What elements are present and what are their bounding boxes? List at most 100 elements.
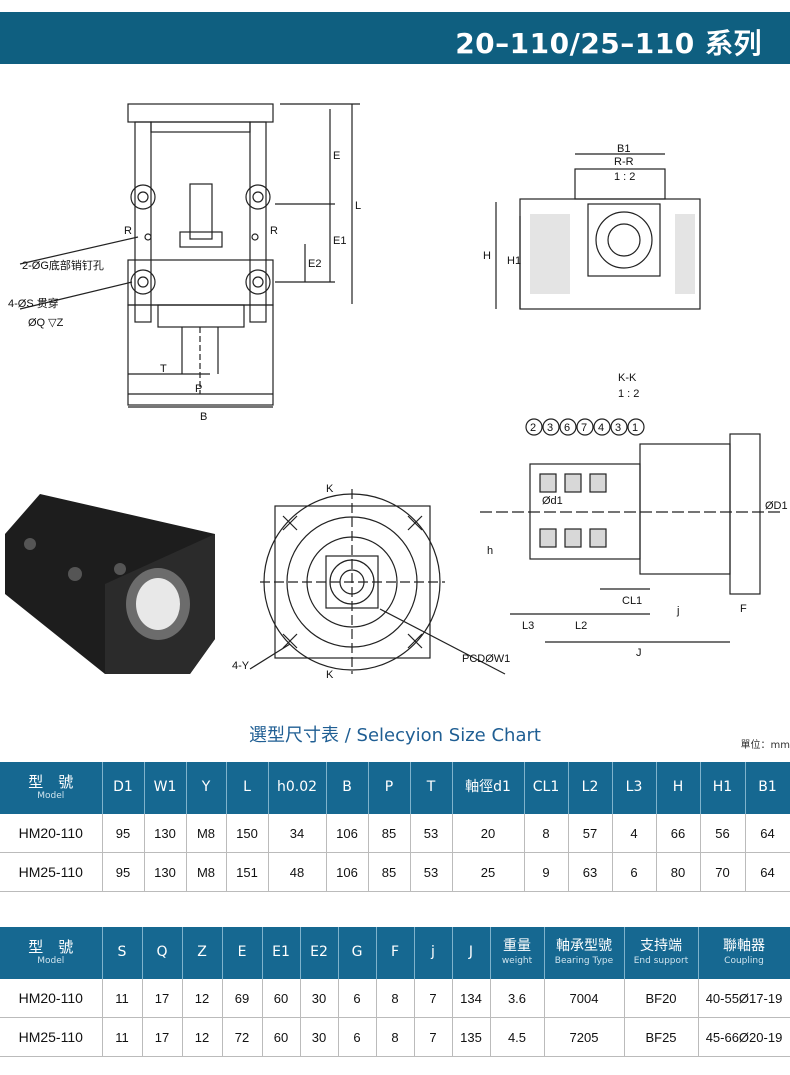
table-cell: 12: [182, 1017, 223, 1057]
table-cell: M8: [186, 852, 227, 892]
table-cell: 130: [144, 814, 187, 853]
column-header: G: [338, 927, 377, 979]
column-header: h0.02: [268, 762, 327, 814]
table-cell: 106: [326, 852, 369, 892]
table-cell: 150: [226, 814, 269, 853]
svg-text:L2: L2: [575, 620, 587, 632]
table-cell: 106: [326, 814, 369, 853]
table-cell: 20: [452, 814, 525, 853]
table-cell: 7: [414, 979, 453, 1018]
page-title: 20–110/25–110 系列: [455, 27, 762, 60]
size-table-2: 型 號 Model S Q Z E E1 E2 G F j J 重量 weigh…: [0, 927, 790, 1057]
svg-text:j: j: [676, 605, 679, 617]
table-cell: M8: [186, 814, 227, 853]
section-kk-labels: K-K 1 : 2: [618, 372, 639, 400]
svg-text:K-K: K-K: [618, 372, 637, 384]
svg-text:1 : 2: 1 : 2: [618, 388, 639, 400]
part-3d-render: [5, 494, 215, 674]
column-header: H: [656, 762, 701, 814]
column-header: T: [410, 762, 453, 814]
table-cell: 40-55Ø17-19: [698, 979, 790, 1018]
column-header: D1: [102, 762, 145, 814]
table-cell: 72: [222, 1017, 263, 1057]
table-cell: BF20: [624, 979, 699, 1018]
table-cell: 64: [745, 852, 790, 892]
table-cell: 30: [300, 979, 339, 1018]
column-header: H1: [700, 762, 746, 814]
svg-text:1 : 2: 1 : 2: [614, 171, 635, 183]
svg-text:H: H: [483, 250, 491, 262]
table-cell: 66: [656, 814, 701, 853]
svg-text:R: R: [124, 225, 132, 237]
table-cell: 63: [568, 852, 613, 892]
table-cell: 17: [142, 979, 183, 1018]
column-header-bearing-type: 軸承型號 Bearing Type: [544, 927, 625, 979]
table-cell: 134: [452, 979, 491, 1018]
svg-text:L: L: [355, 200, 361, 212]
model-header: 型 號 Model: [0, 927, 103, 979]
table-cell: 8: [524, 814, 569, 853]
column-header: CL1: [524, 762, 569, 814]
front-view-drawing: [19, 103, 360, 408]
svg-text:J: J: [636, 647, 642, 659]
table-cell: 130: [144, 852, 187, 892]
column-header: 軸徑d1: [452, 762, 525, 814]
column-header: F: [376, 927, 415, 979]
section-kk-dimension-labels: Ød1 ØD1 h CL1 L3 L2 j F J: [487, 495, 788, 659]
table-row: HM25-110 11 17 12 72 60 30 6 8 7 135 4.5…: [0, 1017, 790, 1057]
column-header: E2: [300, 927, 339, 979]
header-banner: 20–110/25–110 系列: [0, 12, 790, 64]
column-header: L2: [568, 762, 613, 814]
table-cell: 4: [612, 814, 657, 853]
table-cell: 30: [300, 1017, 339, 1057]
table-cell: 151: [226, 852, 269, 892]
table-row: HM20-110 95 130 M8 150 34 106 85 53 20 8…: [0, 814, 790, 853]
svg-text:E: E: [333, 150, 340, 162]
svg-text:2: 2: [530, 422, 536, 434]
column-header: L: [226, 762, 269, 814]
model-cell: HM25-110: [0, 1017, 103, 1057]
svg-text:4-Y: 4-Y: [232, 660, 250, 672]
table-cell: 12: [182, 979, 223, 1018]
svg-text:6: 6: [564, 422, 570, 434]
svg-text:B1: B1: [617, 143, 630, 155]
size-chart-title: 選型尺寸表 / Selecyion Size Chart: [249, 725, 541, 746]
svg-text:PCDØW1: PCDØW1: [462, 653, 510, 665]
table-cell: 8: [376, 1017, 415, 1057]
table-cell: 6: [612, 852, 657, 892]
svg-text:3: 3: [615, 422, 621, 434]
section-kk-part-numbers: 2 3 6 7 4 3 1: [530, 422, 638, 434]
table-cell: 3.6: [490, 979, 545, 1018]
svg-text:K: K: [326, 483, 334, 495]
svg-text:h: h: [487, 545, 493, 557]
column-header: S: [102, 927, 143, 979]
table-cell: 4.5: [490, 1017, 545, 1057]
table-cell: 7: [414, 1017, 453, 1057]
table-cell: 8: [376, 979, 415, 1018]
end-view-labels: K K 4-Y PCDØW1: [232, 483, 510, 681]
table-cell: 64: [745, 814, 790, 853]
table-cell: 85: [368, 852, 411, 892]
table-cell: 48: [268, 852, 327, 892]
table-cell: 6: [338, 1017, 377, 1057]
table-cell: 95: [102, 814, 145, 853]
svg-text:7: 7: [581, 422, 587, 434]
svg-text:R-R: R-R: [614, 156, 634, 168]
table-cell: 85: [368, 814, 411, 853]
svg-text:ØQ ▽Z: ØQ ▽Z: [28, 317, 64, 329]
column-header: Q: [142, 927, 183, 979]
section-rr-drawing: [495, 153, 701, 310]
table-cell: 25: [452, 852, 525, 892]
table-cell: 17: [142, 1017, 183, 1057]
table-header: 型 號 Model S Q Z E E1 E2 G F j J 重量 weigh…: [0, 927, 790, 979]
table-cell: 57: [568, 814, 613, 853]
table-cell: 60: [262, 1017, 301, 1057]
svg-text:K: K: [326, 669, 334, 681]
svg-text:CL1: CL1: [622, 595, 642, 607]
svg-text:H1: H1: [507, 255, 521, 267]
table-cell: 53: [410, 814, 453, 853]
table-cell: 70: [700, 852, 746, 892]
svg-text:3: 3: [547, 422, 553, 434]
technical-drawings: E L E1 E2 T P B R R 2-ØG底部销钉孔 4-ØS 贯穿 ØQ…: [5, 103, 788, 681]
model-header: 型 號 Model: [0, 762, 103, 814]
